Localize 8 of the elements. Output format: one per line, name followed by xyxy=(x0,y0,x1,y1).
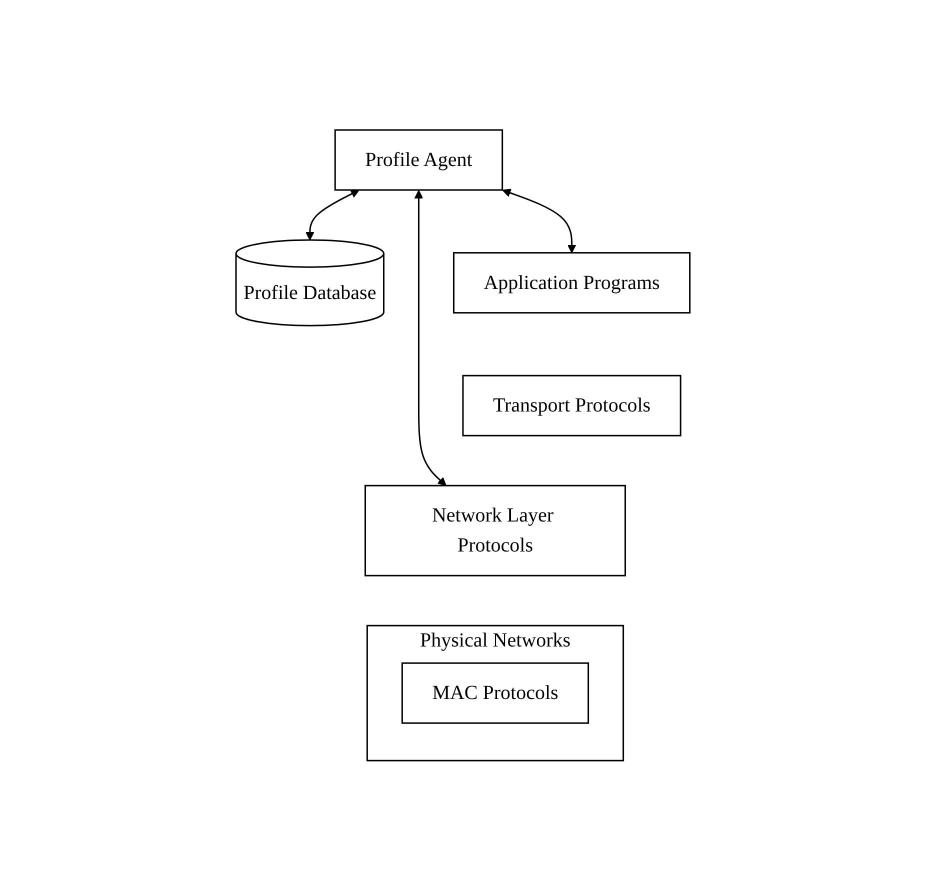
arrow xyxy=(306,190,360,241)
node-box: Application Programs xyxy=(453,252,691,314)
node-box: Transport Protocols xyxy=(462,375,682,437)
arrow xyxy=(414,190,447,486)
arrow xyxy=(502,188,576,254)
node-box: MAC Protocols xyxy=(402,662,590,724)
node-box: Network Layer Protocols xyxy=(364,485,626,577)
node-box: Profile Agent xyxy=(334,129,504,191)
